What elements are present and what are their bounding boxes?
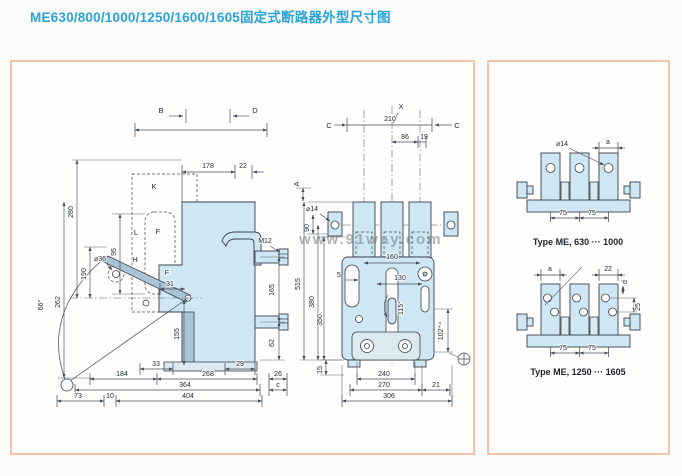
- dim-268: 268: [202, 371, 214, 378]
- trip-slot: [420, 285, 430, 313]
- dim-380: 380: [309, 296, 316, 308]
- dim-515: 515: [295, 278, 302, 290]
- dim-angle-115: 115°: [397, 301, 405, 315]
- type-630-1000-diagram: ⌀14 a 75 75 Type ME, 630 ··· 1000: [516, 138, 641, 248]
- nameplate-slot: [344, 264, 360, 308]
- dim-364: 364: [179, 382, 191, 389]
- dim-d-type2: d: [622, 280, 629, 284]
- label-L: L: [134, 228, 138, 237]
- dim-240: 240: [378, 371, 390, 378]
- dim-184: 184: [116, 371, 128, 378]
- dim-25-type2: 25: [635, 303, 642, 311]
- dim-86: 86: [401, 134, 409, 141]
- dim-dia14: ⌀14: [306, 206, 318, 213]
- dim-5: 5: [337, 272, 341, 279]
- label-A: A: [292, 181, 301, 187]
- dim-dia36: ⌀36: [94, 256, 106, 263]
- type-caption-630-1000: Type ME, 630 ··· 1000: [533, 237, 623, 247]
- dim-75-b: 75: [588, 210, 596, 217]
- dim-130: 130: [394, 275, 406, 282]
- type-1250-1605-diagram: a 22 d 25 75 75 Type ME, 1250 ··· 1605: [516, 265, 643, 378]
- dim-165: 165: [269, 284, 276, 296]
- dim-15: 15: [317, 366, 324, 374]
- label-X: X: [398, 102, 403, 111]
- mounting-foot: [163, 361, 258, 372]
- dim-22-type2: 22: [604, 266, 612, 273]
- label-B: B: [158, 106, 163, 115]
- dim-90: 90: [304, 224, 311, 232]
- dim-306: 306: [383, 393, 395, 400]
- dim-26: 26: [274, 371, 282, 378]
- label-F-lower: F: [165, 268, 170, 277]
- dim-29: 29: [236, 361, 244, 368]
- dim-280: 280: [68, 206, 75, 218]
- mounting-base: [351, 331, 421, 361]
- dim-75-c: 75: [559, 345, 567, 352]
- type-caption-1250-1605: Type ME, 1250 ··· 1605: [530, 367, 625, 377]
- dimension-panel-types: ⌀14 a 75 75 Type ME, 630 ··· 1000 a: [487, 60, 670, 455]
- dim-angle-66: 66°: [37, 300, 45, 311]
- dim-31: 31: [166, 281, 174, 288]
- dim-262: 262: [55, 296, 62, 308]
- dim-95: 95: [111, 248, 118, 256]
- dim-270: 270: [378, 382, 390, 389]
- dim-dia14-type1: ⌀14: [556, 141, 568, 148]
- dim-21: 21: [432, 382, 440, 389]
- dim-102: 102⁺⁴: [437, 322, 445, 340]
- dim-210: 210: [384, 116, 396, 123]
- label-H: H: [132, 255, 137, 264]
- label-K: K: [151, 182, 156, 191]
- label-c: c: [276, 382, 280, 389]
- label-F-upper: F: [156, 227, 161, 236]
- dim-155: 155: [174, 328, 181, 340]
- front-view: X C C 210 86 19 A ⌀14 90 515 380 350 160…: [291, 101, 471, 407]
- label-C-left: C: [326, 121, 332, 130]
- dim-10: 10: [106, 393, 114, 400]
- dim-75-a: 75: [559, 210, 567, 217]
- dimension-panel-main: B D 178 22 280 190 262 66° 95 ⌀36 K L F …: [10, 60, 475, 455]
- side-view: B D 178 22 280 190 262 66° 95 ⌀36 K L F …: [36, 105, 289, 407]
- datum-symbol: [457, 352, 471, 366]
- dim-a-type1: a: [606, 139, 610, 146]
- terminal-base-2: [526, 334, 631, 348]
- dim-33: 33: [152, 361, 160, 368]
- terminal-tab: [540, 152, 561, 201]
- dim-190: 190: [81, 268, 88, 280]
- terminal-base-1: [526, 199, 631, 213]
- dim-73: 73: [74, 393, 82, 400]
- terminal-tab: [569, 152, 590, 201]
- dim-178: 178: [202, 163, 214, 170]
- handle-knob: [60, 378, 74, 392]
- dim-19: 19: [420, 134, 428, 141]
- dim-75-d: 75: [588, 345, 596, 352]
- dim-404: 404: [182, 393, 194, 400]
- label-M12: M12: [258, 238, 272, 245]
- dim-62: 62: [269, 339, 276, 347]
- dim-a-type2: a: [548, 266, 552, 273]
- page-title: ME630/800/1000/1250/1600/1605固定式断路器外型尺寸图: [30, 10, 391, 25]
- terminal-tab: [598, 152, 619, 201]
- handle-swing-arc: [58, 261, 101, 380]
- dim-160: 160: [386, 254, 398, 261]
- dim-350: 350: [317, 314, 324, 326]
- label-D: D: [252, 106, 258, 115]
- label-C-right: C: [454, 121, 460, 130]
- dim-22: 22: [239, 163, 247, 170]
- handle-grip: [387, 297, 397, 325]
